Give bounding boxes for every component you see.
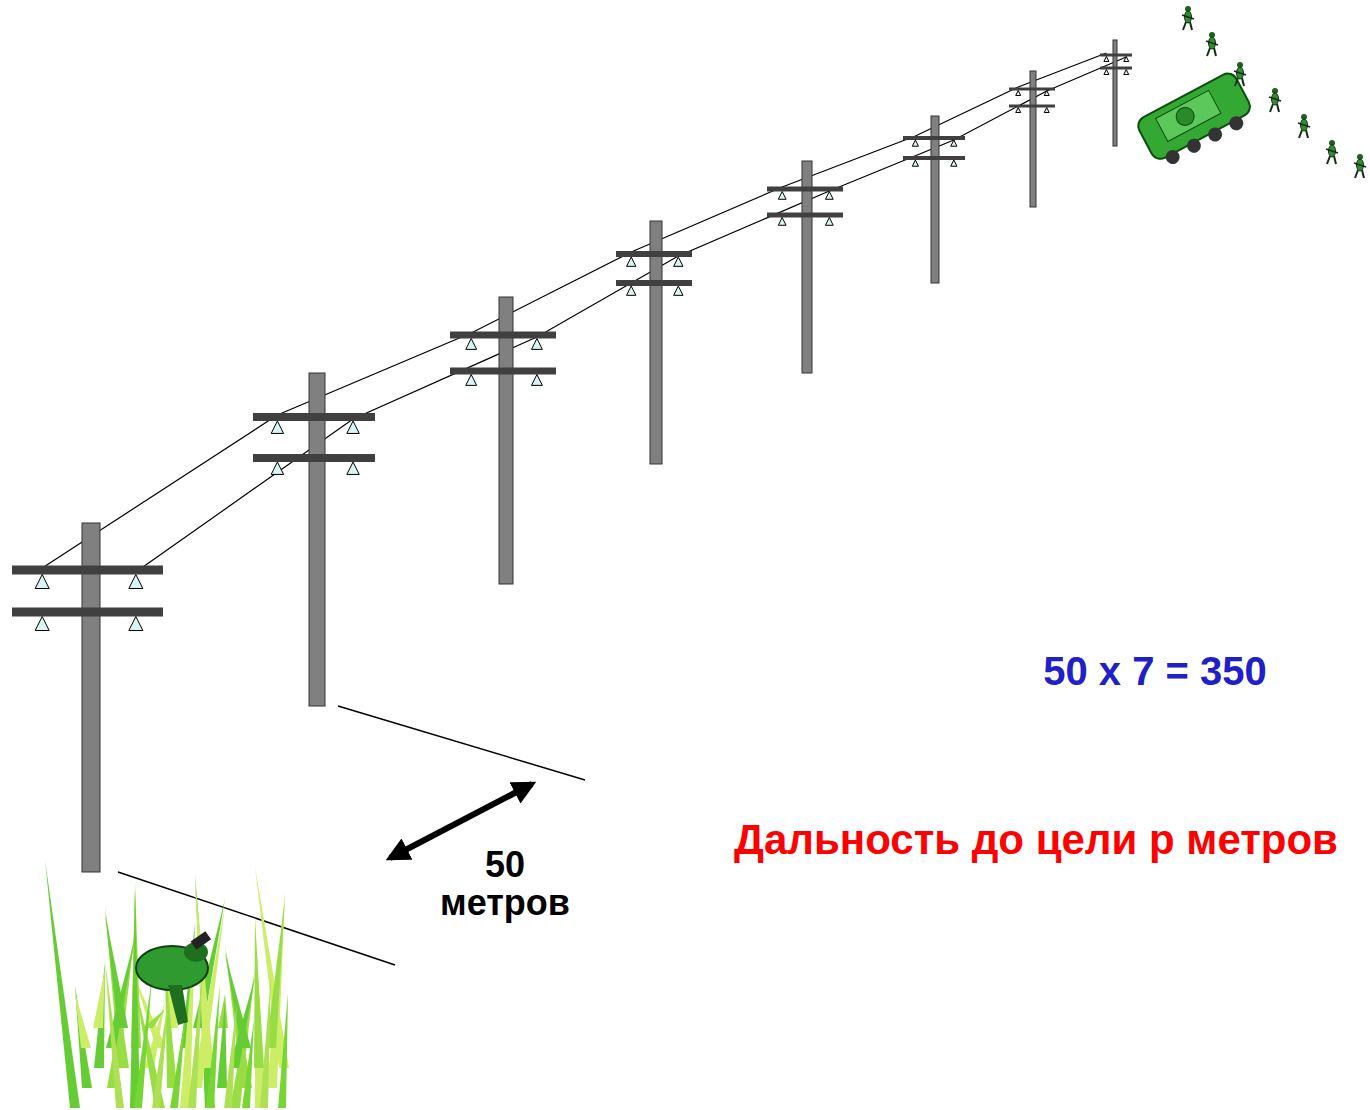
observer <box>136 931 211 1025</box>
armored-vehicle <box>1135 70 1258 171</box>
insulator <box>531 339 542 350</box>
insulator <box>35 575 49 589</box>
insulator <box>778 192 786 200</box>
grass <box>45 860 289 1108</box>
insulator <box>627 257 636 266</box>
insulator <box>1104 70 1109 75</box>
calculation: 50 x 7 = 350 <box>960 650 1350 692</box>
power-wire <box>136 57 1126 572</box>
power-pole <box>616 221 692 464</box>
dimension-label: 50 метров <box>420 846 590 922</box>
insulator <box>1016 108 1021 113</box>
soldier <box>1234 62 1246 86</box>
insulator <box>912 140 918 146</box>
insulator <box>347 462 359 474</box>
insulator <box>271 421 283 433</box>
insulator <box>466 375 477 386</box>
power-pole <box>1100 40 1132 146</box>
soldier <box>1206 32 1218 56</box>
insulator <box>627 286 636 295</box>
insulator <box>466 339 477 350</box>
insulator <box>951 140 957 146</box>
insulator <box>825 218 833 226</box>
insulator <box>674 257 683 266</box>
power-pole <box>903 116 965 283</box>
power-wire <box>42 53 1106 568</box>
soldier <box>1182 6 1194 30</box>
insulator <box>531 375 542 386</box>
power-pole <box>12 523 163 872</box>
insulator <box>778 218 786 226</box>
power-pole <box>253 373 375 706</box>
insulator <box>129 617 143 631</box>
insulator <box>674 286 683 295</box>
insulator <box>347 421 359 433</box>
power-pole <box>1009 71 1055 207</box>
power-pole <box>450 297 556 584</box>
power-pole <box>767 161 843 373</box>
insulator <box>1124 70 1129 75</box>
insulator <box>1044 91 1049 96</box>
insulator <box>825 192 833 200</box>
insulator <box>35 617 49 631</box>
insulator <box>1104 57 1109 62</box>
insulator <box>951 160 957 166</box>
soldier <box>1354 154 1366 178</box>
soldier <box>1298 114 1310 138</box>
insulator <box>912 160 918 166</box>
insulator <box>1044 108 1049 113</box>
soldier <box>1269 88 1281 112</box>
insulator <box>271 462 283 474</box>
insulator <box>1124 57 1129 62</box>
range-result: Дальность до цели р метров <box>716 818 1356 862</box>
insulator <box>129 575 143 589</box>
insulator <box>1016 91 1021 96</box>
soldier <box>1326 140 1338 164</box>
extension-line <box>338 706 585 780</box>
